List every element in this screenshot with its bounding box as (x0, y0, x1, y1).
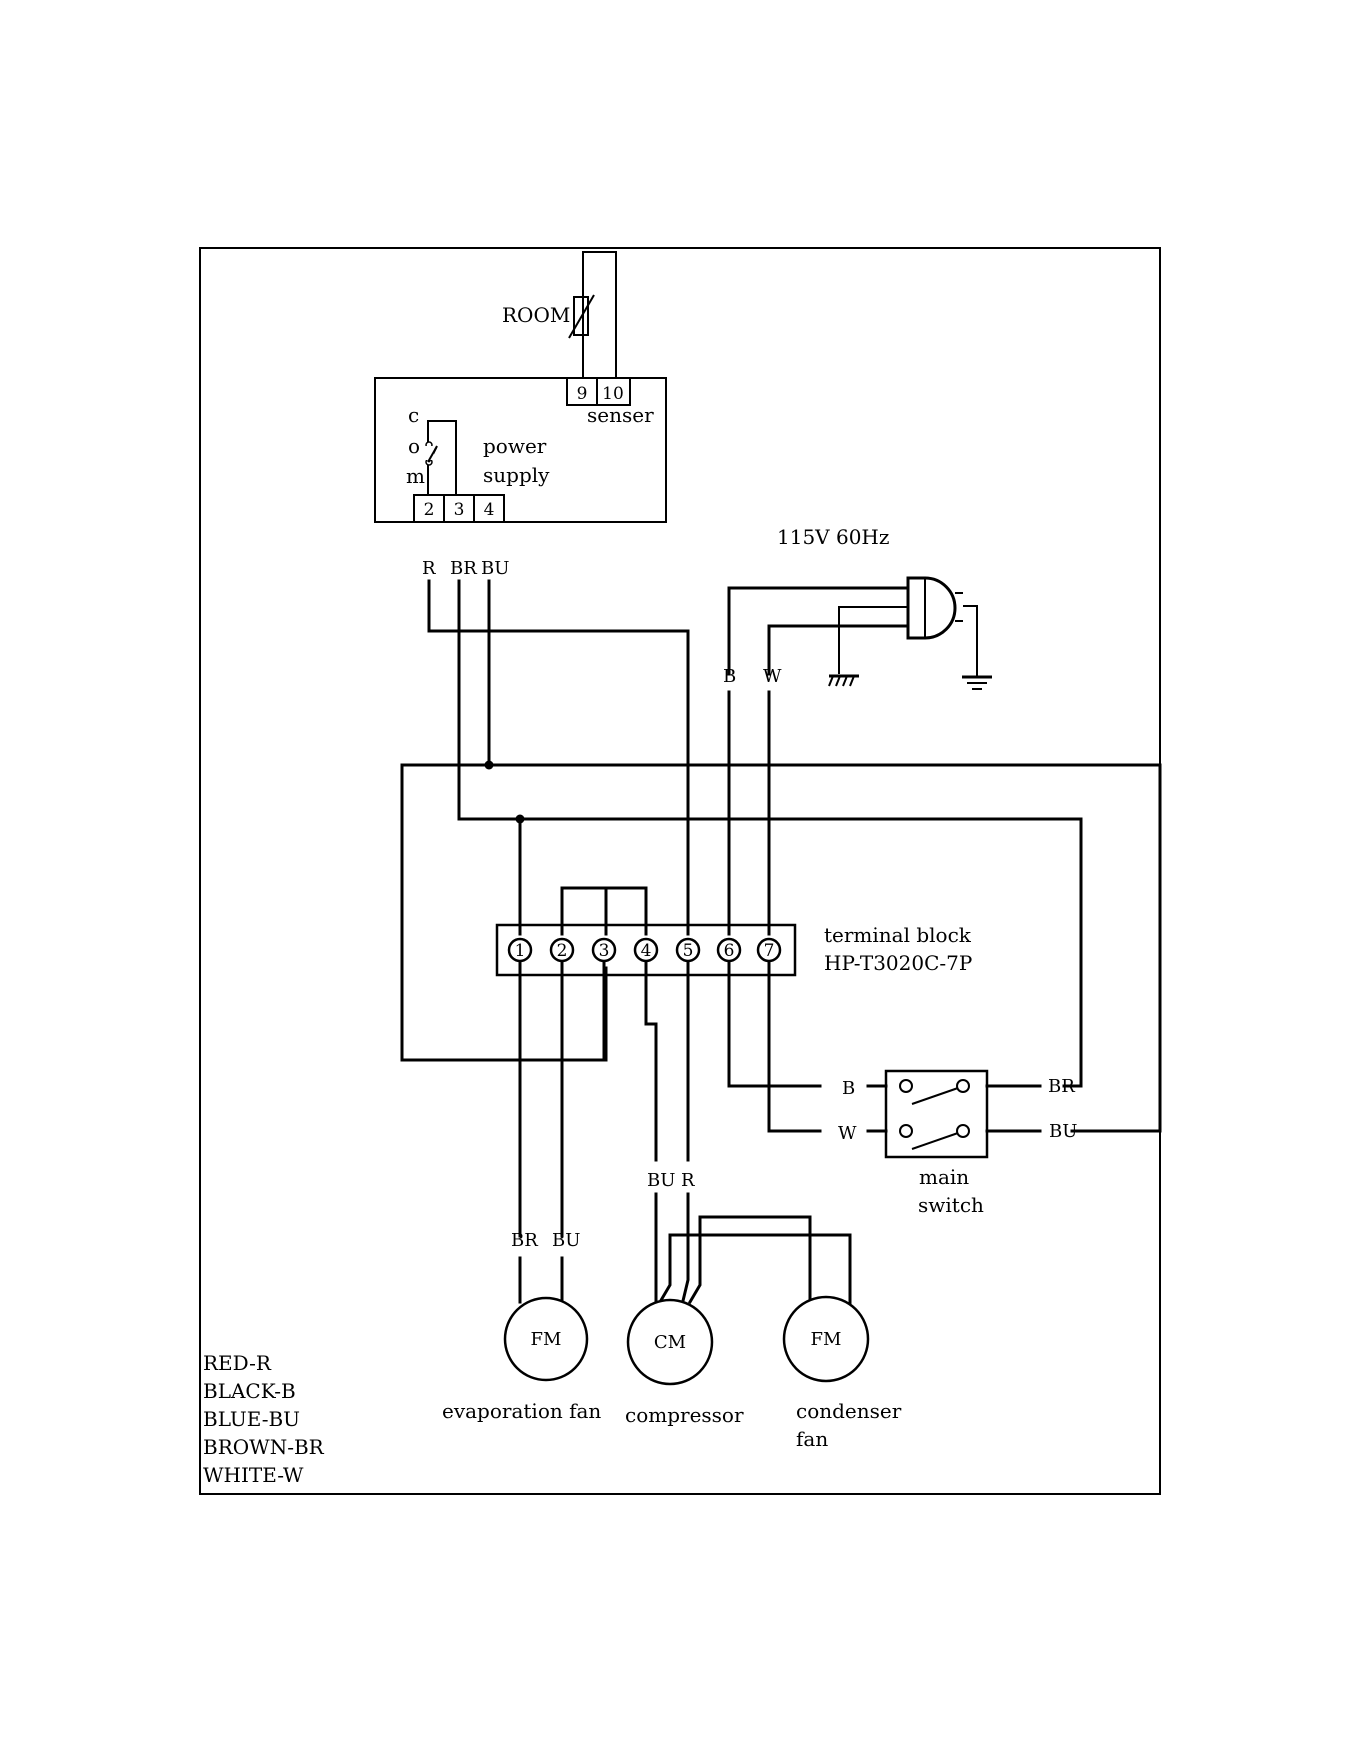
evaporation-fan: BR BU FM evaporation fan (442, 1230, 601, 1423)
switch-out-br-label: BR (1048, 1076, 1075, 1097)
legend-item: BLUE-BU (203, 1407, 300, 1431)
supply-voltage-label: 115V 60Hz (777, 525, 889, 549)
supply-wire-w-label: W (763, 666, 782, 687)
terminal-block-label-1: terminal block (824, 923, 972, 947)
terminal-block: 1 2 3 4 5 6 7 terminal block HP-T3020C-7… (497, 923, 972, 975)
comp-wire-r-label: R (681, 1170, 695, 1191)
com-letter-m: m (406, 464, 425, 488)
com-letter-o: o (408, 434, 420, 458)
terminal-2-label: 2 (557, 941, 568, 961)
power-terminal-3-label: 3 (454, 500, 465, 520)
main-switch-label-1: main (919, 1165, 969, 1189)
evap-fan-symbol: FM (531, 1329, 562, 1350)
wire-color-legend: RED-R BLACK-B BLUE-BU BROWN-BR WHITE-W (203, 1351, 325, 1487)
wire-label-bu: BU (481, 558, 509, 579)
condenser-fan-label-2: fan (796, 1427, 828, 1451)
terminal-1: 1 (509, 939, 531, 961)
terminal-1-label: 1 (515, 941, 526, 961)
power-plug: 115V 60Hz B W (723, 525, 992, 934)
wire-r (429, 581, 688, 934)
switch-in-w-label: W (838, 1123, 857, 1144)
terminal-5-label: 5 (683, 941, 694, 961)
terminal-5: 5 (677, 939, 699, 961)
switch-out-bu-label: BU (1049, 1121, 1077, 1142)
senser-label: senser (587, 403, 654, 427)
plug-body (908, 578, 955, 638)
wire-label-br: BR (450, 558, 477, 579)
terminal-block-label-2: HP-T3020C-7P (824, 951, 972, 975)
sensor-terminal-9-label: 9 (577, 384, 588, 404)
load-wires (520, 962, 820, 1236)
comp-wire-bu-label: BU (647, 1170, 675, 1191)
terminal-3: 3 (593, 939, 615, 961)
condenser-fan-symbol: FM (811, 1329, 842, 1350)
room-sensor: ROOM (502, 252, 616, 378)
legend-item: BROWN-BR (203, 1435, 325, 1459)
legend-item: RED-R (203, 1351, 272, 1375)
room-label: ROOM (502, 303, 570, 327)
com-relay-contact (424, 421, 456, 495)
terminal-3-label: 3 (599, 941, 610, 961)
legend-item: WHITE-W (203, 1463, 304, 1487)
supply-wire-b-label: B (723, 666, 736, 687)
power-supply-label-1: power (483, 434, 547, 458)
compressor-symbol: CM (654, 1332, 686, 1353)
terminal-6: 6 (718, 939, 740, 961)
supply-wire-b (729, 588, 908, 674)
power-terminal-4-label: 4 (484, 500, 495, 520)
terminal-4-label: 4 (641, 941, 652, 961)
sensor-terminal-10-label: 10 (602, 384, 624, 404)
terminal-7: 7 (758, 939, 780, 961)
controller-wires (429, 581, 1081, 1086)
temperature-controller: 9 10 senser c o m power supply 2 3 4 R B… (375, 378, 666, 579)
terminal-6-label: 6 (724, 941, 735, 961)
main-switch-label-2: switch (918, 1193, 984, 1217)
main-switch: B W BR BU main switch (838, 1071, 1077, 1217)
chassis-ground-icon (829, 676, 859, 686)
terminal-2: 2 (551, 939, 573, 961)
earth-ground-icon (962, 677, 992, 689)
bridge-wire (562, 888, 646, 934)
condenser-fan: FM condenser fan (784, 1297, 902, 1451)
evap-fan-label: evaporation fan (442, 1399, 601, 1423)
terminal-7-label: 7 (764, 941, 775, 961)
evap-wire-br-label: BR (511, 1230, 538, 1251)
com-letter-c: c (408, 403, 419, 427)
legend-item: BLACK-B (203, 1379, 296, 1403)
condenser-fan-label-1: condenser (796, 1399, 902, 1423)
power-supply-label-2: supply (483, 463, 550, 487)
compressor-label: compressor (625, 1403, 744, 1427)
power-terminal-2-label: 2 (424, 500, 435, 520)
switch-in-b-label: B (842, 1078, 855, 1099)
terminal-4: 4 (635, 939, 657, 961)
wire-label-r: R (422, 558, 436, 579)
evap-wire-bu-label: BU (552, 1230, 580, 1251)
